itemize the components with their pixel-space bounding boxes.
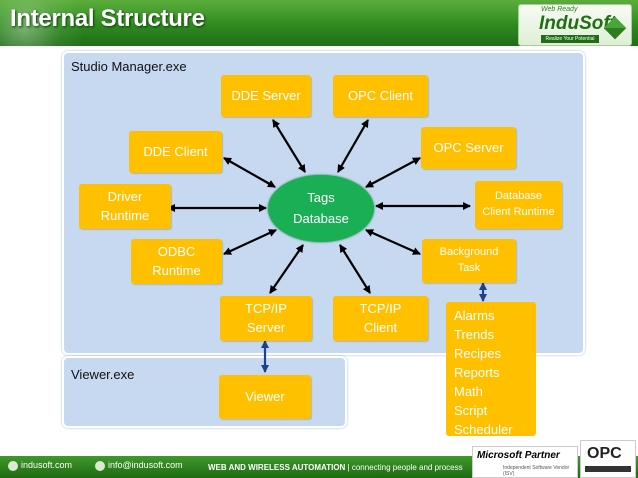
task-item-trends: Trends — [454, 327, 494, 342]
header-bar: Internal Structure Web Ready InduSoft Re… — [0, 0, 638, 46]
task-item-scheduler: Scheduler — [454, 422, 513, 437]
footer-website-text: indusoft.com — [21, 460, 73, 470]
odbc-runtime-box: ODBC Runtime — [131, 239, 222, 284]
tags-database-line2: Database — [293, 210, 349, 226]
viewer-label: Viewer.exe — [71, 367, 135, 382]
mail-icon — [95, 460, 105, 471]
database-client-runtime-line1: Database — [494, 190, 543, 203]
arrow-odbc-runtime — [223, 229, 277, 255]
footer-tagline-bold: WEB AND WIRELESS AUTOMATION — [208, 463, 346, 472]
task-item-recipes: Recipes — [454, 346, 501, 361]
footer-tagline: WEB AND WIRELESS AUTOMATION | connecting… — [208, 463, 463, 472]
tcpip-client-line1: TCP/IP — [359, 300, 402, 316]
arrow-tcpip-server — [269, 244, 304, 294]
background-task-line1: Background — [439, 246, 499, 259]
dde-client-box: DDE Client — [129, 131, 222, 173]
microsoft-partner-text: Microsoft Partner — [477, 450, 560, 461]
footer-email-text: info@indusoft.com — [108, 460, 183, 470]
arrow-background-task — [365, 228, 421, 256]
tasks-list: Alarms Trends Recipes Reports Math Scrip… — [446, 302, 536, 437]
tcpip-server-line1: TCP/IP — [245, 300, 287, 316]
background-task-line2: Task — [457, 262, 481, 274]
dde-client-label: DDE Client — [143, 143, 208, 159]
arrow-opc-server — [365, 157, 421, 188]
globe-icon — [8, 460, 18, 471]
arrow-dde-client — [223, 157, 276, 188]
opc-server-label: OPC Server — [433, 139, 504, 155]
studio-manager-label: Studio Manager.exe — [71, 59, 187, 74]
driver-runtime-line1: Driver — [107, 188, 143, 204]
microsoft-partner-logo: Microsoft Partner Independent Software V… — [472, 446, 578, 478]
globe-graphic — [0, 0, 90, 46]
footer-tagline-rest: | connecting people and process — [345, 463, 463, 472]
footer-website[interactable]: indusoft.com — [8, 460, 72, 471]
tags-database-node: Tags Database — [268, 175, 374, 242]
tags-database-line1: Tags — [307, 189, 335, 205]
odbc-runtime-line2: Runtime — [152, 262, 201, 278]
footer-email[interactable]: info@indusoft.com — [95, 460, 183, 471]
database-client-runtime-box: Database Client Runtime — [475, 181, 562, 229]
task-item-reports: Reports — [454, 365, 500, 380]
arrow-opc-client — [337, 119, 369, 173]
odbc-runtime-line1: ODBC — [157, 243, 196, 259]
logo-brand: InduSoft — [539, 13, 617, 34]
slide-title: Internal Structure — [10, 5, 205, 32]
task-item-alarms: Alarms — [454, 308, 495, 323]
dde-server-label: DDE Server — [231, 87, 301, 103]
microsoft-partner-sub: Independent Software Vendor (ISV) — [503, 465, 570, 477]
arrow-tcpip-client — [339, 244, 371, 294]
driver-runtime-line2: Runtime — [100, 207, 150, 223]
background-task-box: Background Task — [422, 239, 516, 283]
tcpip-client-box: TCP/IP Client — [333, 296, 428, 341]
opc-server-box: OPC Server — [421, 127, 516, 169]
arrow-dde-server — [272, 119, 306, 173]
viewer-box-label: Viewer — [245, 388, 285, 404]
driver-runtime-box: Driver Runtime — [79, 184, 171, 229]
logo-slogan: Realize Your Potential — [541, 35, 599, 43]
tcpip-client-line2: Client — [363, 319, 398, 335]
opc-logo-text: OPC — [587, 445, 622, 462]
task-item-math: Math — [454, 384, 483, 399]
viewer-box: Viewer — [219, 375, 311, 419]
tcpip-server-line2: Server — [246, 319, 286, 335]
opc-logo-bar — [585, 466, 631, 472]
tcpip-server-box: TCP/IP Server — [220, 296, 312, 341]
opc-client-box: OPC Client — [333, 75, 428, 117]
task-item-script: Script — [454, 403, 488, 418]
opc-logo: OPC — [580, 440, 636, 478]
indusoft-logo: Web Ready InduSoft Realize Your Potentia… — [518, 4, 632, 46]
database-client-runtime-line2: Client Runtime — [482, 206, 555, 218]
opc-client-label: OPC Client — [347, 87, 414, 103]
dde-server-box: DDE Server — [221, 75, 311, 117]
logo-tag: Web Ready — [541, 6, 578, 13]
